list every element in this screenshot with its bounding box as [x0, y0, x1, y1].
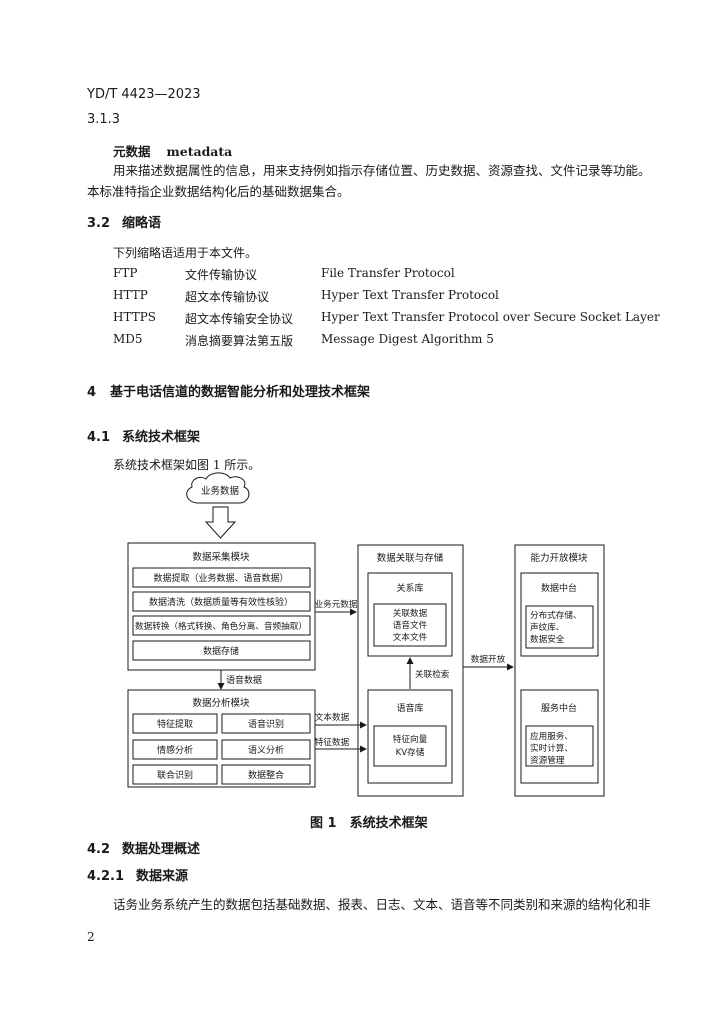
abbr-code: MD5	[113, 332, 143, 346]
section-heading-4-2-1: 4.2.1 数据来源	[87, 865, 188, 884]
abbr-chinese: 超文本传输协议	[185, 290, 270, 304]
section-title: 系统技术框架	[122, 430, 201, 445]
figure-caption: 图 1 系统技术框架	[310, 816, 428, 831]
abbr-code: FTP	[113, 266, 138, 280]
figure-reference-text: 系统技术框架如图 1 所示。	[113, 458, 261, 472]
data-center-line: 声纹库、	[530, 621, 564, 633]
page-number: 2	[87, 930, 95, 944]
term-chinese: 元数据	[113, 144, 151, 159]
relational-db-line: 语音文件	[393, 619, 428, 631]
definition-line-2: 本标准特指企业数据结构化后的基础数据集合。	[87, 184, 350, 199]
abbr-english: File Transfer Protocol	[321, 266, 455, 280]
clause-number-3-1-3: 3.1.3	[87, 112, 121, 127]
abbr-code: HTTP	[113, 288, 148, 302]
service-center-title: 服务中台	[541, 702, 577, 714]
section-title: 缩略语	[122, 216, 162, 231]
analysis-item: 数据整合	[248, 769, 284, 781]
abbreviation-intro: 下列缩略语适用于本文件。	[113, 246, 258, 260]
term-english: metadata	[166, 144, 233, 159]
analysis-module-box	[127, 689, 316, 788]
document-id: YD/T 4423—2023	[87, 87, 201, 102]
collection-module-title: 数据采集模块	[192, 551, 250, 563]
abbr-english: Hyper Text Transfer Protocol over Secure…	[321, 310, 660, 324]
arrow-label-feature-data: 特征数据	[315, 736, 350, 748]
open-module-title: 能力开放模块	[530, 552, 588, 564]
analysis-item: 联合识别	[157, 769, 193, 781]
service-center-line: 应用服务、	[530, 730, 573, 742]
arrow-label-retrieval: 关联检索	[415, 668, 450, 680]
service-center-line: 实时计算、	[530, 742, 573, 754]
collection-item: 数据存储	[203, 645, 239, 657]
analysis-item: 特征提取	[157, 718, 193, 730]
abbr-chinese: 消息摘要算法第五版	[185, 334, 294, 348]
data-center-line: 数据安全	[530, 633, 565, 645]
data-source-paragraph: 话务业务系统产生的数据包括基础数据、报表、日志、文本、语音等不同类别和来源的结构…	[113, 897, 651, 912]
analysis-item: 情感分析	[157, 744, 193, 756]
service-center-line: 资源管理	[530, 754, 565, 766]
abbr-chinese: 文件传输协议	[185, 268, 258, 282]
section-number: 3.2	[87, 216, 111, 231]
term-entry: 元数据 metadata	[113, 141, 232, 160]
collection-item: 数据清洗（数据质量等有效性核验）	[149, 596, 293, 608]
relational-db-line: 文本文件	[393, 631, 428, 643]
chapter-heading-4: 4 基于电话信道的数据智能分析和处理技术框架	[87, 381, 370, 400]
data-center-title: 数据中台	[541, 582, 577, 594]
arrow-label-text-data: 文本数据	[315, 711, 350, 723]
definition-line-1: 用来描述数据属性的信息，用来支持例如指示存储位置、历史数据、资源查找、文件记录等…	[113, 163, 651, 178]
storage-module-box	[357, 544, 464, 797]
abbr-code: HTTPS	[113, 310, 156, 324]
abbr-english: Message Digest Algorithm 5	[321, 332, 494, 346]
voice-data-label: 语音数据	[226, 674, 262, 686]
abbr-chinese: 超文本传输安全协议	[185, 312, 294, 326]
collection-item: 数据转换（格式转换、角色分离、音频抽取）	[135, 620, 307, 632]
section-number: 4.2.1	[87, 869, 125, 884]
section-heading-3-2: 3.2 缩略语	[87, 212, 161, 231]
voice-db-title: 语音库	[396, 702, 423, 714]
arrow-label-metadata: 业务元数据	[315, 598, 358, 610]
voice-db-line: KV存储	[396, 746, 425, 758]
open-module-box	[514, 544, 605, 797]
voice-db-line: 特征向量	[393, 733, 428, 745]
section-number: 4.1	[87, 430, 111, 445]
analysis-module-title: 数据分析模块	[192, 697, 250, 709]
relational-db-line: 关联数据	[393, 607, 428, 619]
hollow-down-arrow	[204, 506, 237, 539]
chapter-number: 4	[87, 385, 97, 400]
cloud-label: 业务数据	[201, 485, 240, 497]
section-heading-4-2: 4.2 数据处理概述	[87, 838, 200, 857]
section-number: 4.2	[87, 842, 111, 857]
section-heading-4-1: 4.1 系统技术框架	[87, 426, 200, 445]
section-title: 数据来源	[136, 869, 189, 884]
chapter-title: 基于电话信道的数据智能分析和处理技术框架	[110, 385, 371, 400]
relational-db-title: 关系库	[396, 582, 423, 594]
storage-module-title: 数据关联与存储	[377, 552, 444, 564]
section-title: 数据处理概述	[122, 842, 201, 857]
analysis-item: 语音识别	[248, 718, 284, 730]
arrow-label-open: 数据开放	[471, 653, 506, 665]
abbr-english: Hyper Text Transfer Protocol	[321, 288, 499, 302]
cloud-shape	[186, 472, 250, 504]
collection-item: 数据提取（业务数据、语音数据）	[153, 572, 288, 584]
data-center-line: 分布式存储、	[530, 609, 582, 621]
analysis-item: 语义分析	[248, 744, 284, 756]
